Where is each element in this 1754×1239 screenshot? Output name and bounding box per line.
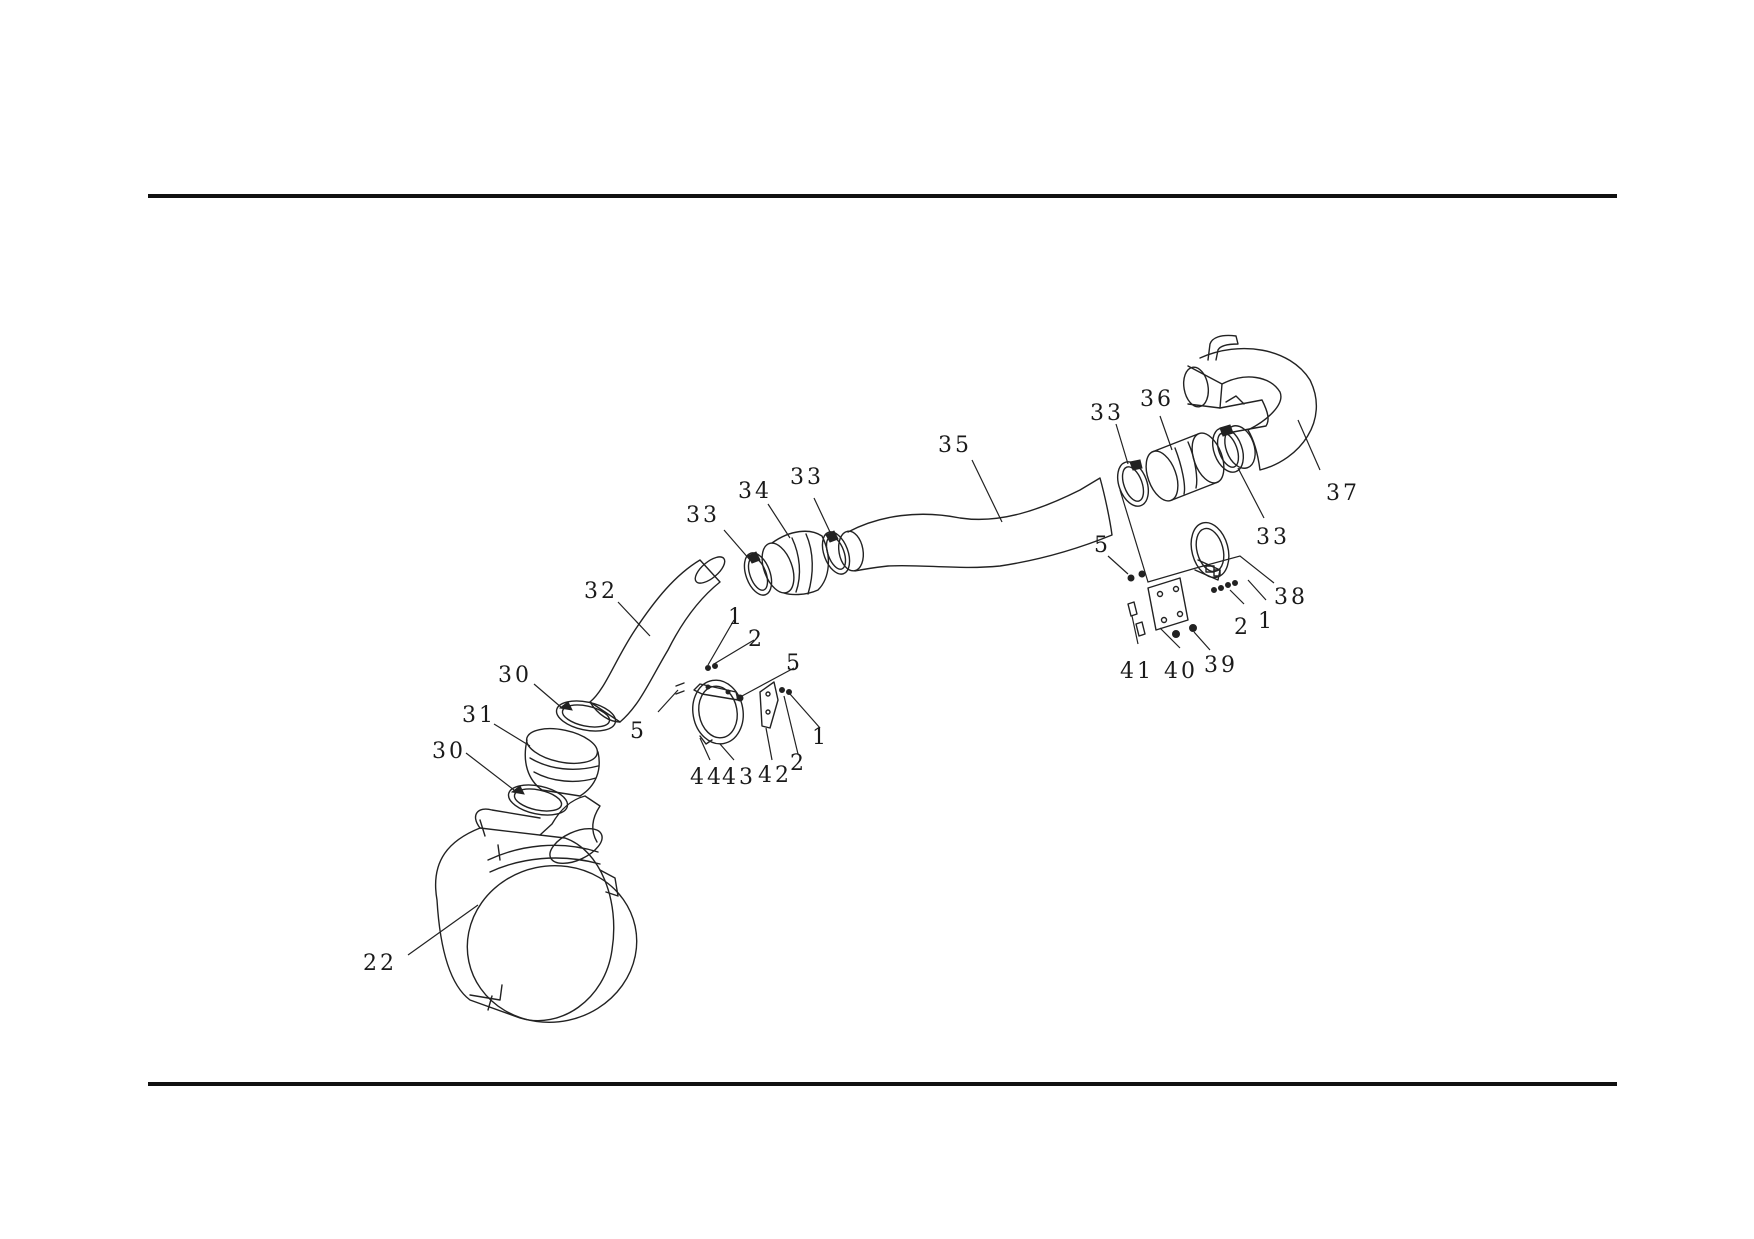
callout-2-right: 2 xyxy=(1234,615,1251,640)
callout-5-right: 5 xyxy=(1094,533,1111,558)
callout-2-bracket: 2 xyxy=(790,751,807,776)
callout-1-right: 1 xyxy=(1258,609,1275,634)
callout-37: 37 xyxy=(1326,481,1360,506)
callout-43: 43 xyxy=(722,765,756,790)
part-5-bolt-right xyxy=(1127,570,1146,582)
callout-30-lower: 30 xyxy=(432,739,466,764)
callout-35: 35 xyxy=(938,433,972,458)
leader-lines xyxy=(407,415,1321,956)
part-40-mounting-plate xyxy=(1147,577,1189,631)
callout-2-left: 2 xyxy=(748,627,765,652)
part-31-hump-hose xyxy=(524,727,600,797)
part-42-support-bracket xyxy=(759,681,779,729)
callout-33-c: 33 xyxy=(1090,401,1124,426)
callout-33-a: 33 xyxy=(686,503,720,528)
part-36-hose-sleeve xyxy=(1145,432,1225,502)
part-1-2-washers-right xyxy=(1211,580,1238,593)
callout-39: 39 xyxy=(1204,653,1238,678)
callout-22: 22 xyxy=(363,951,397,976)
part-1-2-washers-left xyxy=(705,663,792,695)
callout-38: 38 xyxy=(1274,585,1308,610)
part-32-elbow-hose xyxy=(589,556,726,723)
callout-1-bracket: 1 xyxy=(812,725,829,750)
callout-labels: 22 30 31 30 32 33 34 33 35 33 36 33 37 3… xyxy=(363,387,1360,976)
callout-5-left-lower: 5 xyxy=(630,719,647,744)
part-5-bolts-left xyxy=(675,682,744,702)
callout-1-left: 1 xyxy=(728,605,745,630)
callout-40: 40 xyxy=(1164,659,1198,684)
part-39-nuts xyxy=(1172,624,1197,638)
part-38-bracket-band xyxy=(1190,521,1230,581)
part-33-clamp-a xyxy=(743,551,773,596)
callout-36: 36 xyxy=(1140,387,1174,412)
part-41-bolts xyxy=(1127,601,1146,637)
callout-33-d: 33 xyxy=(1256,525,1290,550)
callout-41: 41 xyxy=(1120,659,1154,684)
part-22-air-cleaner xyxy=(435,795,638,1024)
part-34-hump-hose xyxy=(761,530,829,596)
callout-32: 32 xyxy=(584,579,618,604)
part-33-clamp-c xyxy=(1116,459,1150,507)
part-35-pipe xyxy=(837,477,1113,572)
callout-34: 34 xyxy=(738,479,772,504)
callout-44: 44 xyxy=(690,765,724,790)
part-44-bracket-strap xyxy=(693,683,739,745)
callout-5-left-upper: 5 xyxy=(786,651,803,676)
part-30-clamp-lower xyxy=(507,784,569,816)
callout-42: 42 xyxy=(758,763,792,788)
callout-33-b: 33 xyxy=(790,465,824,490)
callout-31: 31 xyxy=(462,703,496,728)
part-37-inlet-elbow xyxy=(1182,334,1317,471)
callout-30-upper: 30 xyxy=(498,663,532,688)
